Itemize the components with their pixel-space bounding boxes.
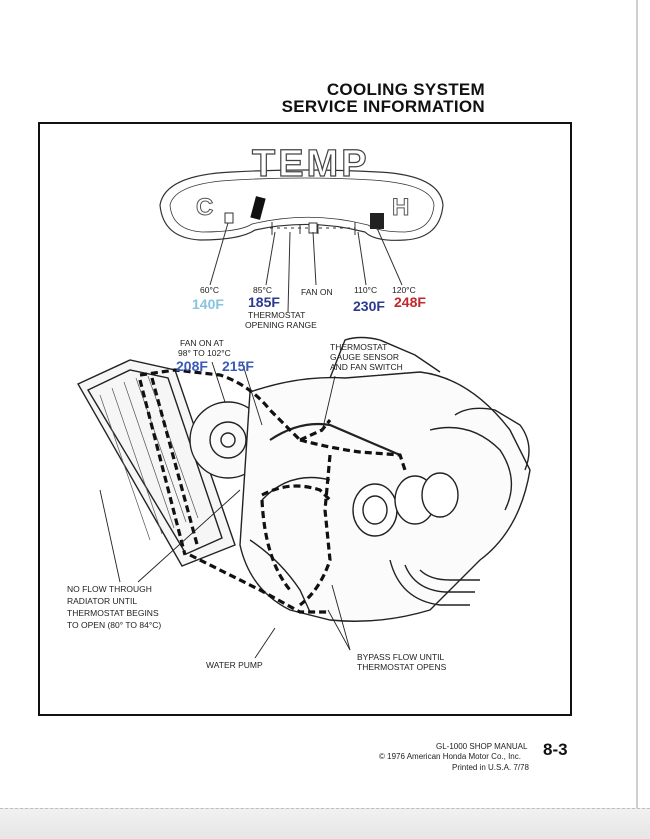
callout-no-flow-3: THERMOSTAT BEGINS [67,608,159,618]
gauge-hot-letter: H [391,194,410,221]
callout-fan-on-at-2: 98° TO 102°C [178,348,231,358]
engine-illustration [77,336,531,622]
gauge-title: TEMP [251,143,370,185]
label-fan-on: FAN ON [301,287,333,297]
callout-leaders [99,361,351,659]
temp-gauge [159,169,444,241]
callout-no-flow-4: TO OPEN (80° TO 84°C) [67,620,162,630]
temp-248f: 248F [394,294,426,310]
temp-208f: 208F [176,358,208,374]
label-110c: 110°C [354,285,378,295]
gauge-needle-cold-mark [250,196,266,220]
callout-bypass-2: THERMOSTAT OPENS [357,662,447,672]
header-title-line2: SERVICE INFORMATION [281,97,485,116]
callout-sensor-3: AND FAN SWITCH [330,362,403,372]
callout-sensor-1: THERMOSTAT [330,342,388,352]
temp-185f: 185F [248,294,280,310]
footer-copyright: © 1976 American Honda Motor Co., Inc. [379,752,521,761]
page-number: 8-3 [543,740,568,759]
footer-manual: GL-1000 SHOP MANUAL [436,742,528,751]
temp-140f: 140F [192,296,224,312]
gauge-leaders [209,222,403,313]
label-85c: 85°C [253,285,272,295]
page-bottom-edge [0,808,650,839]
label-120c: 120°C [392,285,416,295]
gauge-scale [270,222,356,235]
label-thermostat-range-1: THERMOSTAT [248,310,306,320]
callout-fan-on-at-1: FAN ON AT [180,338,224,348]
coolant-flow-paths [138,368,407,614]
label-60c: 60°C [200,285,219,295]
figure-frame [38,122,572,716]
callout-water-pump: WATER PUMP [206,660,263,670]
page-edge [636,0,638,812]
gauge-cold-letter: C [195,194,214,221]
temp-215f: 215F [222,358,254,374]
callout-no-flow-1: NO FLOW THROUGH [67,584,152,594]
callout-bypass-1: BYPASS FLOW UNTIL [357,652,445,662]
header-title-line1: COOLING SYSTEM [326,80,485,99]
footer-printed: Printed in U.S.A. 7/78 [452,763,529,772]
callout-no-flow-2: RADIATOR UNTIL [67,596,138,606]
gauge-cold-mark [224,212,234,224]
callout-sensor-2: GAUGE SENSOR [330,352,399,362]
label-thermostat-range-2: OPENING RANGE [245,320,317,330]
temp-230f: 230F [353,298,385,314]
gauge-hot-mark [370,213,384,229]
